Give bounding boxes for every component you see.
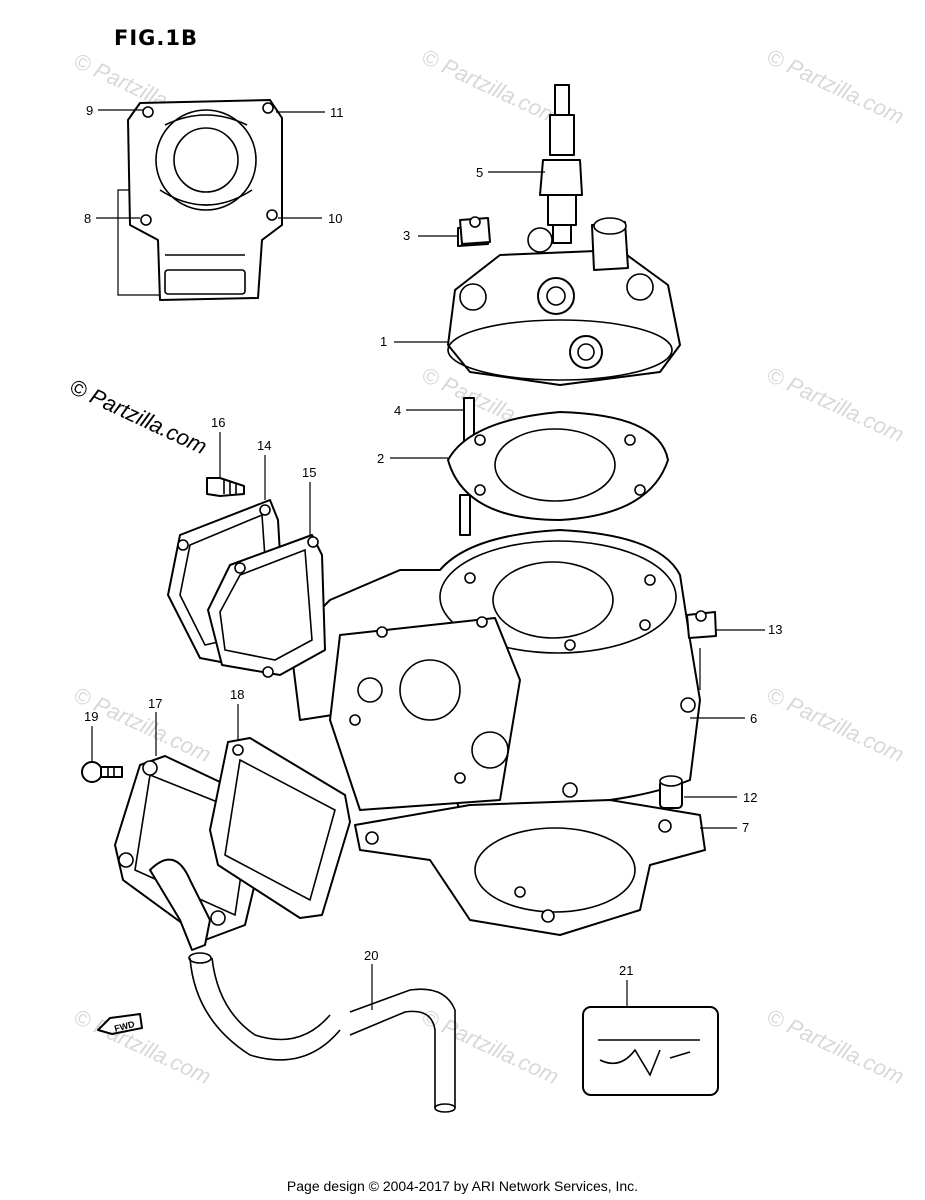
callout-1: 1 xyxy=(380,334,387,349)
figure-title: FIG.1B xyxy=(114,26,198,50)
hose-20 xyxy=(188,952,456,1113)
gasket-18 xyxy=(209,737,351,919)
watermark: © Partzilla.com xyxy=(763,1004,908,1089)
callout-8: 8 xyxy=(84,211,91,226)
callout-10: 10 xyxy=(328,211,342,226)
cylinder-top-view xyxy=(127,99,283,301)
callout-12: 12 xyxy=(743,790,757,805)
callout-9: 9 xyxy=(86,103,93,118)
bolt-16 xyxy=(206,477,245,497)
base-gasket xyxy=(354,799,706,936)
watermark: © Partzilla.com xyxy=(418,1004,563,1089)
dowel-12 xyxy=(659,775,683,809)
callout-15: 15 xyxy=(302,465,316,480)
screw-19 xyxy=(81,761,123,783)
callout-5: 5 xyxy=(476,165,483,180)
watermark: © Partzilla.com xyxy=(70,1004,215,1089)
callout-labels: 9 11 8 10 5 3 1 4 2 13 6 12 7 16 14 15 1… xyxy=(84,103,782,978)
label-plate-21 xyxy=(582,1006,719,1096)
callout-21: 21 xyxy=(619,963,633,978)
watermark: © Partzilla.com xyxy=(763,44,908,129)
spark-plug xyxy=(539,84,583,244)
forward-arrow: FWD xyxy=(97,1013,143,1035)
watermark: © Partzilla.com xyxy=(763,362,908,447)
callout-2: 2 xyxy=(377,451,384,466)
callout-13: 13 xyxy=(768,622,782,637)
callout-6: 6 xyxy=(750,711,757,726)
cylinder-body xyxy=(289,529,701,811)
gasket-15 xyxy=(207,534,326,678)
callout-11: 11 xyxy=(330,105,344,120)
callout-7: 7 xyxy=(742,820,749,835)
nut-3 xyxy=(459,216,491,245)
callout-20: 20 xyxy=(364,948,378,963)
callout-19: 19 xyxy=(84,709,98,724)
callout-14: 14 xyxy=(257,438,271,453)
watermark: © Partzilla.com xyxy=(763,682,908,767)
callout-18: 18 xyxy=(230,687,244,702)
callout-17: 17 xyxy=(148,696,162,711)
nut-13 xyxy=(686,610,717,639)
watermark-dark: © Partzilla.com xyxy=(66,374,211,459)
callout-3: 3 xyxy=(403,228,410,243)
watermark: © Partzilla.com xyxy=(418,44,563,129)
callout-16: 16 xyxy=(211,415,225,430)
leader-lines xyxy=(91,109,765,1010)
callout-4: 4 xyxy=(394,403,401,418)
head-gasket xyxy=(447,411,669,521)
page-footer: Page design © 2004-2017 by ARI Network S… xyxy=(286,1178,639,1194)
